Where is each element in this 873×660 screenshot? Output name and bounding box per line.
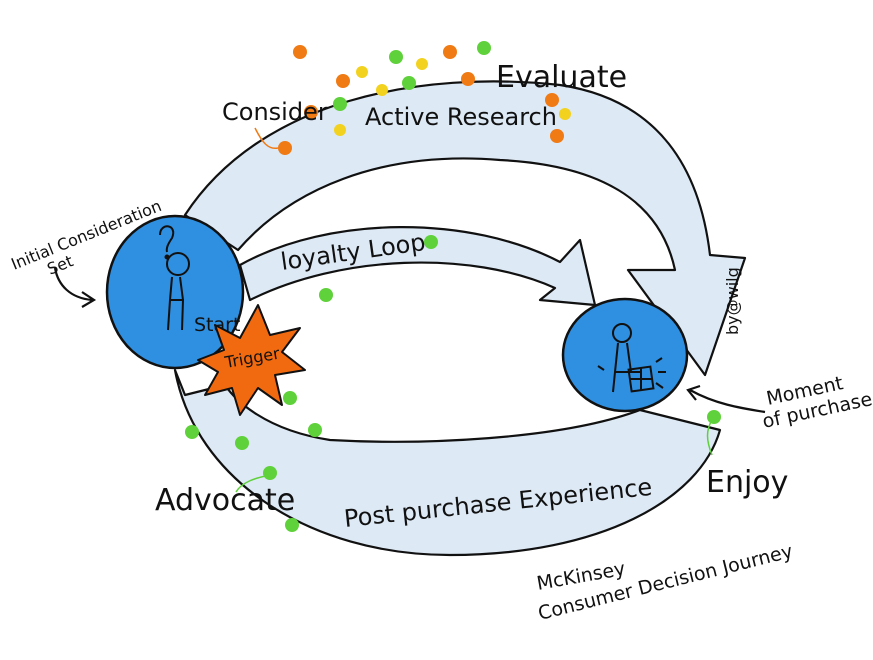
dot: [443, 45, 457, 59]
dot: [336, 74, 350, 88]
dot: [402, 76, 416, 90]
dot: [356, 66, 368, 78]
dot: [235, 436, 249, 450]
dot: [285, 518, 299, 532]
dot: [477, 41, 491, 55]
start-label: Start: [194, 314, 240, 336]
dot: [278, 141, 292, 155]
dot: [707, 410, 721, 424]
dot: [559, 108, 571, 120]
dot: [319, 288, 333, 302]
thinking-person-icon: [159, 225, 190, 331]
consider-label: Consider: [222, 98, 328, 126]
person-with-box-icon: [597, 323, 666, 393]
evaluate-label: Evaluate: [496, 60, 627, 95]
post-purchase-arrow: [173, 368, 722, 557]
moment-pointer-arrow: [686, 384, 766, 414]
consider-pointer-line: [254, 127, 279, 150]
dot: [263, 466, 277, 480]
active-research-label: Active Research: [365, 103, 557, 131]
dot: [334, 124, 346, 136]
dot: [424, 235, 438, 249]
dot: [304, 105, 318, 119]
dot: [545, 93, 559, 107]
dots: [185, 41, 721, 532]
dot: [389, 50, 403, 64]
active-research-arrow: [183, 80, 747, 377]
initial-pointer-arrow: [53, 267, 97, 308]
start-circle: Start: [105, 214, 245, 370]
purchase-circle: [561, 297, 689, 413]
enjoy-label: Enjoy: [706, 465, 788, 500]
dot: [416, 58, 428, 70]
dot: [376, 84, 388, 96]
dot: [293, 45, 307, 59]
dot: [333, 97, 347, 111]
dot: [550, 129, 564, 143]
dot: [283, 391, 297, 405]
dot: [308, 423, 322, 437]
advocate-label: Advocate: [155, 483, 295, 518]
dot: [461, 72, 475, 86]
dot: [185, 425, 199, 439]
credit-label: by@wilg: [723, 267, 742, 335]
trigger-burst: Trigger: [197, 304, 306, 416]
